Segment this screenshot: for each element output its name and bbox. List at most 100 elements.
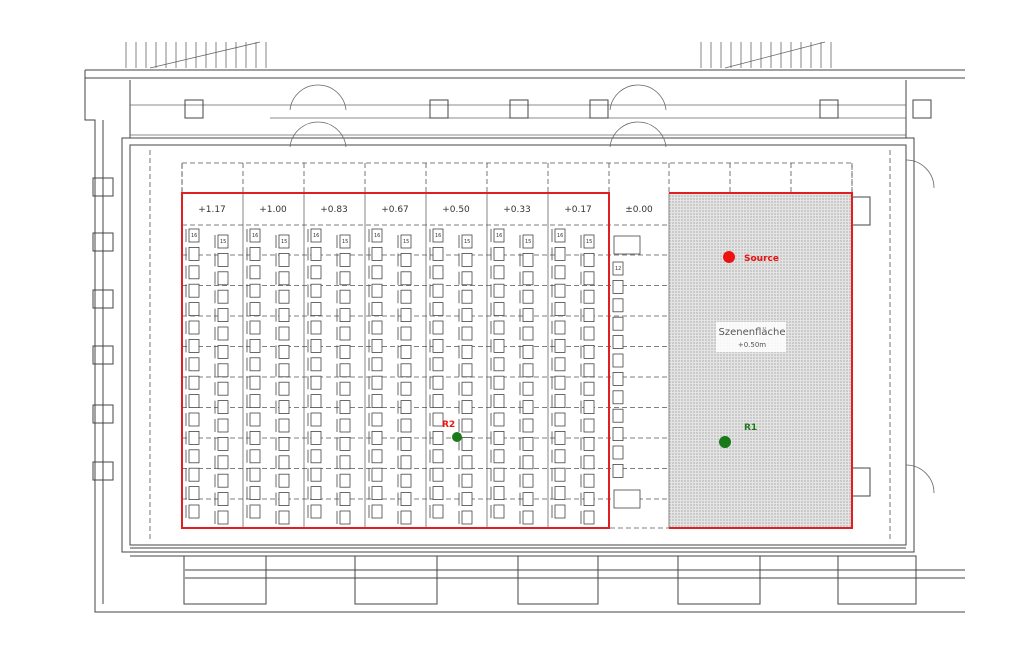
window-bay — [183, 555, 267, 605]
seat — [522, 381, 534, 396]
seat — [188, 375, 200, 390]
seat — [400, 455, 412, 470]
seat — [339, 510, 351, 525]
seat — [522, 492, 534, 507]
seat — [249, 504, 261, 519]
seat — [583, 381, 595, 396]
seat — [188, 228, 200, 243]
seat — [339, 326, 351, 341]
seat — [583, 400, 595, 415]
seat — [432, 412, 444, 427]
seat — [371, 430, 383, 445]
section-elevation-label: +0.50 — [442, 205, 470, 215]
seat — [400, 344, 412, 359]
seat-number: 16 — [435, 233, 441, 239]
seat — [217, 234, 229, 249]
seat — [554, 394, 566, 409]
seat — [432, 449, 444, 464]
seat — [339, 252, 351, 267]
stage-door — [851, 467, 871, 497]
stage-outline — [669, 192, 853, 529]
seat — [400, 381, 412, 396]
seat — [310, 375, 322, 390]
seat-number: 15 — [403, 239, 409, 245]
seat — [522, 510, 534, 525]
seat — [612, 427, 624, 442]
window-bay — [517, 555, 599, 605]
seat — [217, 510, 229, 525]
column — [589, 99, 609, 119]
seat — [249, 338, 261, 353]
seat — [217, 455, 229, 470]
seat — [400, 510, 412, 525]
aisle-elevation-label: ±0.00 — [625, 205, 653, 215]
receiver-r2-point — [452, 432, 462, 442]
seat — [612, 390, 624, 405]
seat — [371, 357, 383, 372]
stage-door — [851, 196, 871, 226]
seat — [461, 381, 473, 396]
seat — [371, 412, 383, 427]
seat — [249, 302, 261, 317]
seat-number: 15 — [586, 239, 592, 245]
column — [819, 99, 839, 119]
door-swing — [637, 84, 667, 111]
seat — [493, 265, 505, 280]
seat — [249, 246, 261, 261]
seat — [522, 344, 534, 359]
door-swing — [317, 121, 347, 148]
seat — [188, 412, 200, 427]
seat — [400, 418, 412, 433]
receiver-r1-label: R1 — [744, 423, 757, 433]
seat — [522, 326, 534, 341]
seat — [278, 326, 290, 341]
section-elevation-label: +1.17 — [198, 205, 226, 215]
seat — [432, 357, 444, 372]
seat — [249, 320, 261, 335]
pillar — [92, 345, 114, 365]
seat — [583, 344, 595, 359]
seat — [432, 375, 444, 390]
seat — [339, 473, 351, 488]
seat — [217, 418, 229, 433]
seat — [400, 436, 412, 451]
seat — [249, 283, 261, 298]
seat — [339, 344, 351, 359]
seat — [339, 455, 351, 470]
seat — [188, 430, 200, 445]
window-bay — [677, 555, 761, 605]
seating-grid: +1.17+1.00+0.83+0.67+0.50+0.33+0.17±0.00 — [149, 150, 891, 540]
stage-label: Szenenfläche — [719, 327, 786, 338]
seat — [612, 445, 624, 460]
seat — [217, 363, 229, 378]
seat — [522, 289, 534, 304]
seat — [310, 357, 322, 372]
seat — [400, 400, 412, 415]
seat — [371, 265, 383, 280]
seat — [461, 436, 473, 451]
section-elevation-label: +0.33 — [503, 205, 531, 215]
seat — [278, 381, 290, 396]
stair-line — [149, 41, 261, 69]
inner-wall — [121, 137, 915, 553]
side-door-swing — [905, 464, 935, 494]
source-label: Source — [744, 254, 779, 264]
seat — [554, 228, 566, 243]
seat — [583, 271, 595, 286]
seat — [371, 449, 383, 464]
seat — [371, 320, 383, 335]
seat-number: 16 — [374, 233, 380, 239]
seat — [583, 234, 595, 249]
seat — [400, 289, 412, 304]
seat — [217, 308, 229, 323]
seat — [278, 455, 290, 470]
seat — [310, 449, 322, 464]
seat — [612, 408, 624, 423]
section-elevation-label: +0.17 — [564, 205, 592, 215]
seat — [278, 234, 290, 249]
seat — [432, 486, 444, 501]
seat — [554, 320, 566, 335]
seat — [188, 338, 200, 353]
column — [509, 99, 529, 119]
